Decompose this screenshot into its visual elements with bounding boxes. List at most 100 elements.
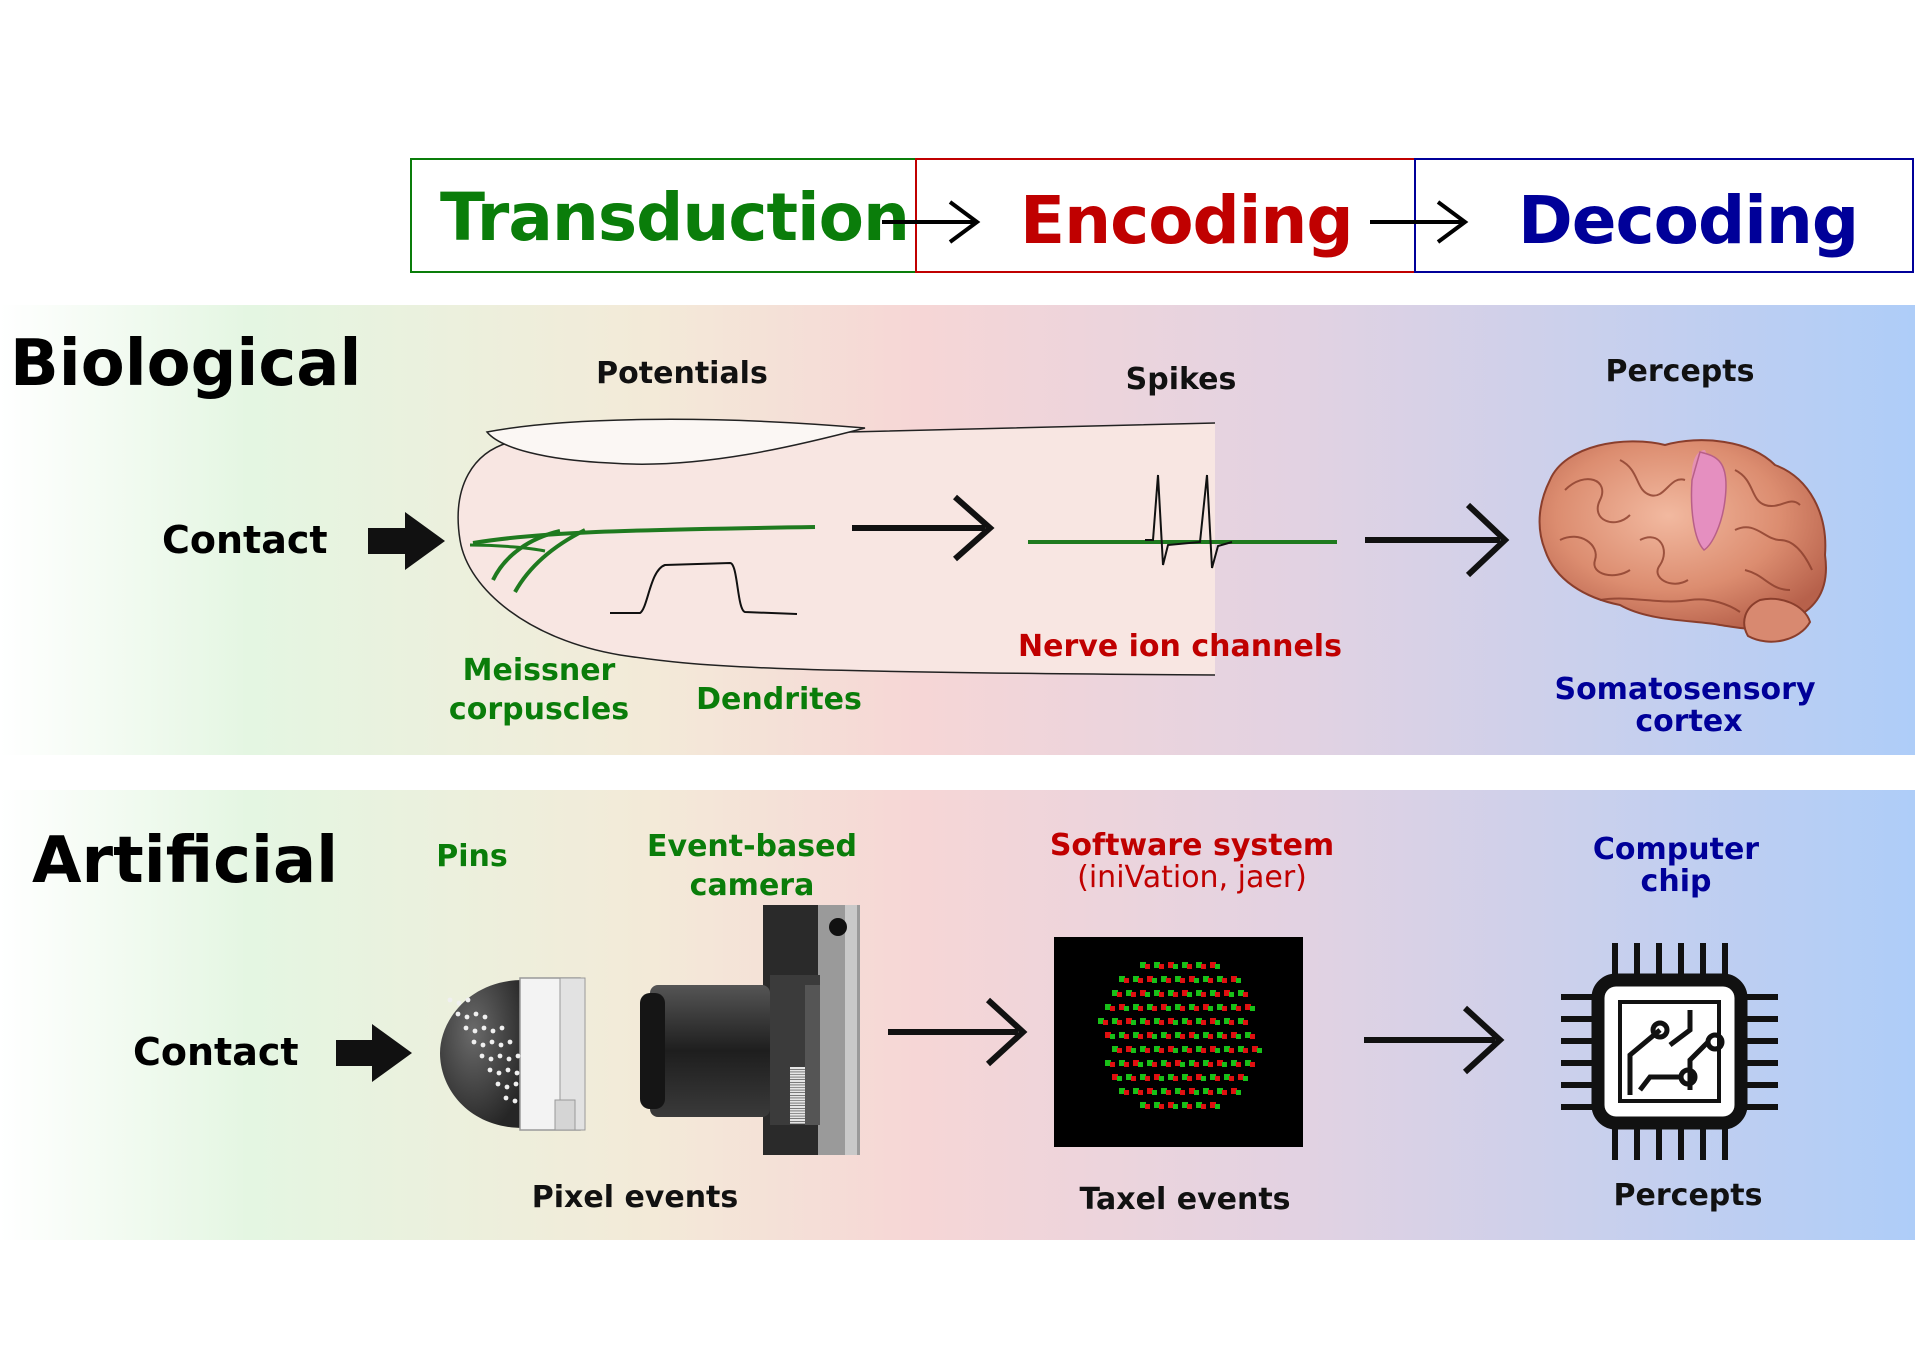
arrow-icon xyxy=(1370,200,1469,244)
taxel-dot xyxy=(1159,992,1164,997)
taxel-dot xyxy=(1187,1104,1192,1109)
taxel-dot xyxy=(1131,1020,1136,1025)
pin-dot xyxy=(479,1053,485,1059)
taxel-dot xyxy=(1182,1074,1188,1080)
camera-label-line1: Event-based xyxy=(647,829,857,864)
pin-array xyxy=(447,997,521,1104)
taxel-dot xyxy=(1159,1076,1164,1081)
taxel-dot xyxy=(1252,1046,1258,1052)
taxel-dot xyxy=(1245,1060,1251,1066)
pin-dot xyxy=(512,1098,518,1104)
taxel-dot xyxy=(1243,1048,1248,1053)
taxel-dot xyxy=(1124,1006,1129,1011)
taxel-dot xyxy=(1243,992,1248,997)
taxel-dot xyxy=(1119,976,1125,982)
taxel-dot xyxy=(1140,1102,1146,1108)
chip-label-line2: chip xyxy=(1641,864,1712,899)
pins-label: Pins xyxy=(436,839,507,874)
pin-dot xyxy=(507,1039,513,1045)
taxel-dot xyxy=(1161,976,1167,982)
taxel-dot xyxy=(1222,1034,1227,1039)
taxel-dot xyxy=(1201,1104,1206,1109)
taxel-dot xyxy=(1182,990,1188,996)
taxel-dot xyxy=(1154,1074,1160,1080)
taxel-dot xyxy=(1245,1004,1251,1010)
taxel-dot xyxy=(1168,1018,1174,1024)
arrow-icon xyxy=(1364,1005,1505,1075)
taxel-dot xyxy=(1182,1018,1188,1024)
taxel-dot xyxy=(1196,1102,1202,1108)
taxel-dot xyxy=(1231,1004,1237,1010)
taxel-dot xyxy=(1112,1018,1118,1024)
taxel-dot xyxy=(1222,1062,1227,1067)
taxel-dot xyxy=(1180,1090,1185,1095)
taxel-dot xyxy=(1119,1060,1125,1066)
taxel-dot xyxy=(1154,1018,1160,1024)
pin-dot xyxy=(464,1014,470,1020)
taxel-dot xyxy=(1189,1060,1195,1066)
taxel-dot xyxy=(1110,1034,1115,1039)
taxel-dot xyxy=(1112,1074,1118,1080)
taxel-dot xyxy=(1131,992,1136,997)
taxel-dot xyxy=(1180,1062,1185,1067)
biological-title: Biological xyxy=(10,327,361,401)
taxel-dot xyxy=(1210,1046,1216,1052)
taxel-dot xyxy=(1189,976,1195,982)
taxel-dot xyxy=(1210,1018,1216,1024)
taxel-dot xyxy=(1187,1076,1192,1081)
taxel-dot xyxy=(1231,1060,1237,1066)
taxel-dot xyxy=(1182,1102,1188,1108)
taxel-dot xyxy=(1161,1004,1167,1010)
taxel-dot xyxy=(1152,1090,1157,1095)
taxel-dot xyxy=(1215,964,1220,969)
encoding-label: Encoding xyxy=(1020,182,1353,259)
taxel-dot xyxy=(1175,976,1181,982)
pin-dot xyxy=(463,1025,469,1031)
taxel-dot xyxy=(1203,1004,1209,1010)
taxel-dot xyxy=(1203,1088,1209,1094)
taxel-dot xyxy=(1196,1074,1202,1080)
pin-dot xyxy=(498,1042,504,1048)
transduction-box xyxy=(410,158,917,273)
taxel-dot xyxy=(1133,1060,1139,1066)
pin-dot xyxy=(497,1053,503,1059)
software-label-line1: Software system xyxy=(1050,828,1334,863)
taxel-dot xyxy=(1224,990,1230,996)
taxel-dot xyxy=(1194,1062,1199,1067)
nerve-fiber xyxy=(472,525,816,545)
taxel-dot xyxy=(1119,1032,1125,1038)
pin-dot xyxy=(503,1095,509,1101)
taxel-dot xyxy=(1231,1032,1237,1038)
taxel-dot xyxy=(1236,1034,1241,1039)
taxel-dot xyxy=(1203,1032,1209,1038)
taxel-events-label: Taxel events xyxy=(1079,1182,1290,1217)
taxel-dot xyxy=(1175,1060,1181,1066)
taxel-dot xyxy=(1201,1020,1206,1025)
taxel-dot xyxy=(1105,1032,1111,1038)
taxel-dot xyxy=(1168,990,1174,996)
percepts-label: Percepts xyxy=(1606,354,1755,389)
potentials-label: Potentials xyxy=(596,356,768,391)
taxel-dot xyxy=(1126,1046,1132,1052)
meissner-label-line1: Meissner xyxy=(463,653,616,688)
pin-dot xyxy=(499,1025,505,1031)
taxel-dot xyxy=(1140,1074,1146,1080)
computer-chip-icon xyxy=(1561,943,1778,1160)
taxel-dot xyxy=(1154,962,1160,968)
taxel-dot xyxy=(1145,992,1150,997)
taxel-dot xyxy=(1189,1004,1195,1010)
taxel-dot xyxy=(1105,1004,1111,1010)
taxel-dot xyxy=(1133,976,1139,982)
pin-dot xyxy=(515,1053,521,1059)
taxel-dot xyxy=(1117,1076,1122,1081)
taxel-dot xyxy=(1182,1046,1188,1052)
taxel-dot xyxy=(1229,1048,1234,1053)
taxel-dot xyxy=(1173,964,1178,969)
taxel-dot xyxy=(1210,962,1216,968)
taxel-dot xyxy=(1138,1090,1143,1095)
taxel-dot xyxy=(1166,1062,1171,1067)
taxel-dot xyxy=(1222,1090,1227,1095)
taxel-dot xyxy=(1154,1046,1160,1052)
